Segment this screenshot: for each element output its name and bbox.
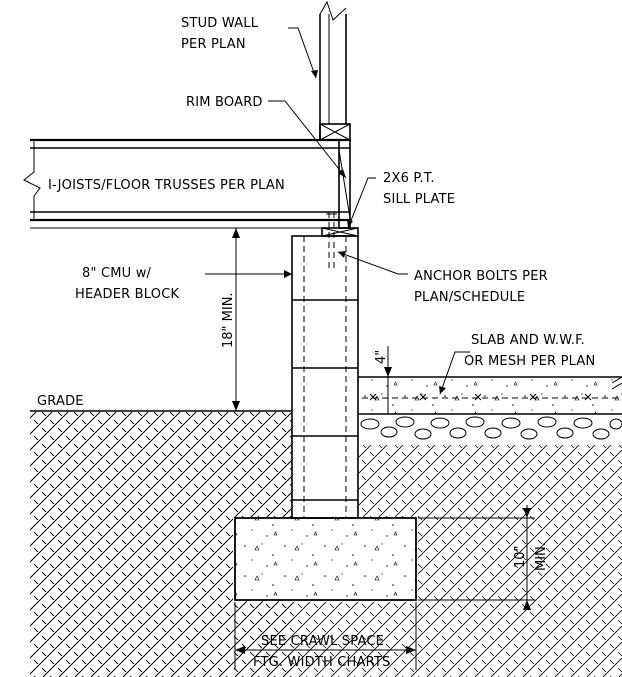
floor-joist bbox=[23, 138, 350, 229]
sill-plate bbox=[321, 227, 359, 237]
slab-label-line1: SLAB AND W.W.F. bbox=[471, 333, 585, 348]
cmu-label-line2: HEADER BLOCK bbox=[75, 287, 179, 302]
crawl-space-label-line2: FTG. WIDTH CHARTS bbox=[253, 655, 391, 670]
sill-plate-label-line2: SILL PLATE bbox=[383, 192, 455, 207]
slab-break-mark bbox=[611, 376, 622, 390]
slab-thickness-label: 4" bbox=[374, 350, 389, 364]
sill-plate-label-line1: 2X6 P.T. bbox=[383, 171, 435, 186]
leader-lines bbox=[205, 27, 470, 395]
joist-break-mark bbox=[23, 140, 41, 220]
footing-depth-dimension bbox=[418, 505, 535, 610]
slab-thickness-dimension bbox=[380, 346, 396, 415]
concrete-slab bbox=[358, 376, 622, 415]
anchor-bolt-label-line1: ANCHOR BOLTS PER bbox=[414, 269, 548, 284]
crawl-height-dimension bbox=[226, 227, 246, 411]
concrete-footing bbox=[234, 517, 417, 601]
wall-void bbox=[292, 236, 358, 518]
joist-label: I-JOISTS/FLOOR TRUSSES PER PLAN bbox=[48, 178, 285, 193]
stud-wall-label-line1: STUD WALL bbox=[181, 16, 259, 31]
anchor-bolt bbox=[326, 212, 337, 270]
crawl-space-label-line1: SEE CRAWL SPACE bbox=[261, 634, 384, 649]
rim-board bbox=[338, 139, 351, 229]
crawl-height-label: 18" MIN. bbox=[221, 292, 236, 348]
footing-width-dimension bbox=[234, 602, 417, 670]
stud-wall bbox=[319, 0, 351, 141]
rim-board-label: RIM BOARD bbox=[186, 95, 263, 110]
footing-depth-label: 10" bbox=[513, 545, 528, 568]
wall-break-mark bbox=[319, 0, 347, 21]
slab-label-line2: OR MESH PER PLAN bbox=[464, 354, 595, 369]
footing-depth-min-label: MIN. bbox=[534, 542, 549, 571]
stud-wall-label-line2: PER PLAN bbox=[181, 37, 246, 52]
grade-label: GRADE bbox=[37, 394, 84, 409]
gravel-base bbox=[358, 415, 622, 445]
anchor-bolt-label-line2: PLAN/SCHEDULE bbox=[414, 290, 525, 305]
cmu-label-line1: 8" CMU w/ bbox=[82, 266, 152, 281]
